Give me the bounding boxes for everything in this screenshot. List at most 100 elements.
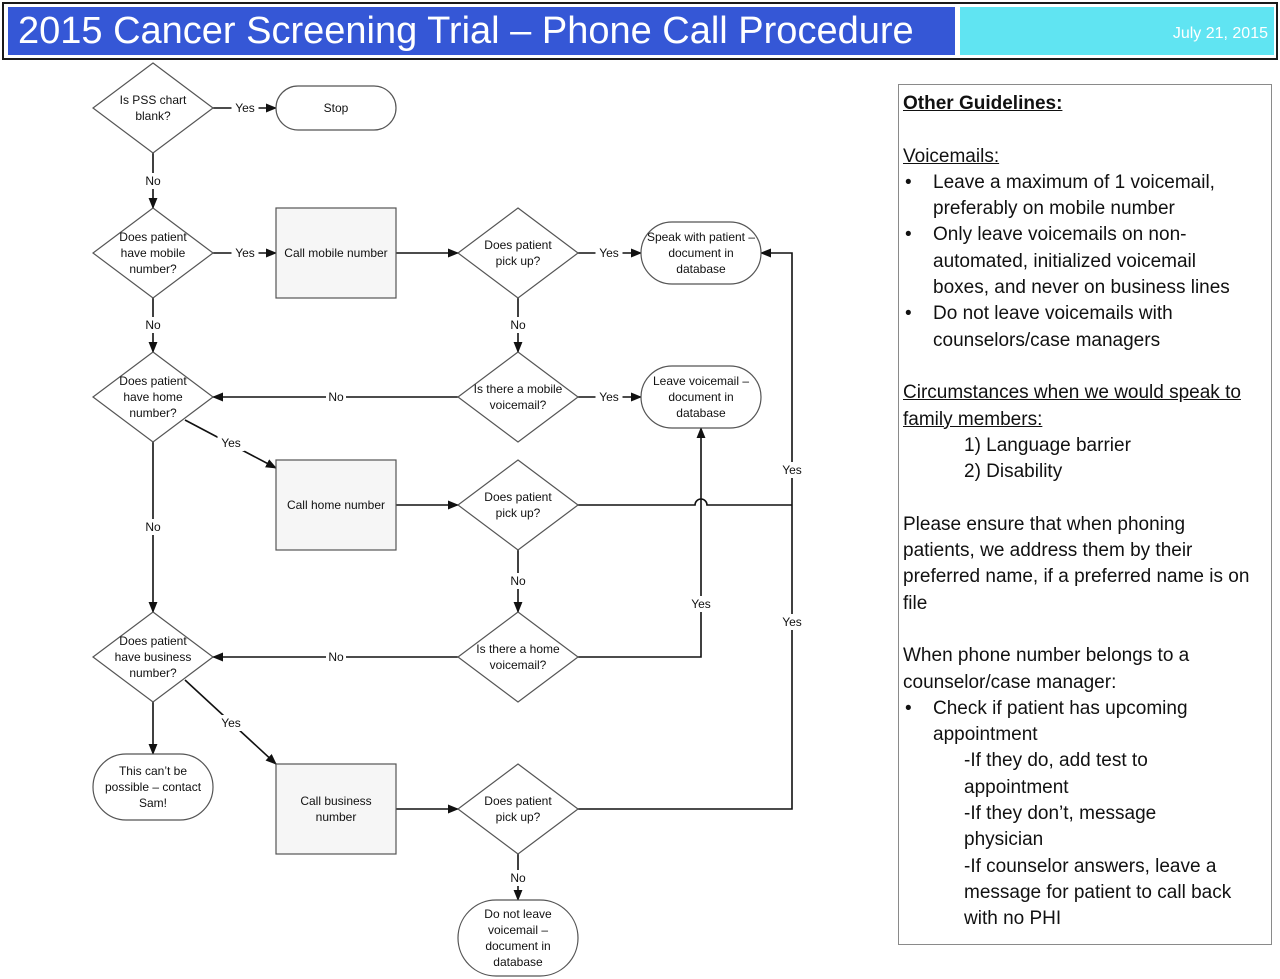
node-label: number [316, 810, 357, 824]
guidelines-heading: Other Guidelines: [903, 93, 1063, 114]
node-label: voicemail? [490, 658, 547, 672]
node-call-business: Call business number [275, 763, 397, 855]
voicemails-heading: Voicemails: [903, 145, 1000, 167]
node-label: Leave voicemail – [653, 374, 749, 388]
node-label: database [676, 406, 726, 420]
node-label: number? [129, 406, 177, 420]
svg-text:No: No [145, 520, 161, 534]
node-label: document in [668, 390, 733, 404]
node-label: voicemail – [488, 923, 548, 937]
counselor-bullet: Check if patient has upcoming appointmen… [903, 696, 1267, 749]
node-label: Sam! [139, 796, 167, 810]
family-item: 1) Language barrier [964, 434, 1131, 456]
other-guidelines-panel: Other Guidelines: Voicemails: Leave a ma… [898, 84, 1272, 945]
node-label: Does patient [484, 794, 552, 808]
node-label: Is there a home [476, 642, 560, 656]
node-home-vm-q: Is there a home voicemail? [457, 611, 579, 703]
node-label: document in [668, 246, 733, 260]
edge-label-yes: Yes [687, 596, 715, 612]
svg-text:No: No [510, 318, 526, 332]
node-label: Do not leave [484, 907, 552, 921]
flow-connector [578, 498, 792, 506]
node-label: Is there a mobile [474, 382, 563, 396]
voicemail-bullet-list: Leave a maximum of 1 voicemail, preferab… [903, 170, 1267, 354]
node-label: possible – contact [105, 780, 202, 794]
node-speak: Speak with patient – document in database [640, 221, 762, 285]
node-label: Does patient [484, 490, 552, 504]
header-bar: 2015 Cancer Screening Trial – Phone Call… [2, 2, 1278, 60]
flow-connector [578, 248, 793, 810]
node-label: Speak with patient – [647, 230, 755, 244]
counselor-heading: When phone number belongs to a counselor… [903, 645, 1190, 693]
node-label: pick up? [496, 810, 541, 824]
svg-text:Yes: Yes [599, 390, 619, 404]
node-stop: Stop [275, 85, 397, 131]
node-label: have mobile [121, 246, 186, 260]
svg-text:Yes: Yes [221, 716, 241, 730]
edge-label-no: No [508, 317, 528, 333]
node-label: pick up? [496, 506, 541, 520]
node-label: Is PSS chart [120, 93, 187, 107]
edge-label-no: No [326, 649, 346, 665]
node-label: Does patient [119, 230, 187, 244]
node-label: This can’t be [119, 764, 187, 778]
node-label: have business [115, 650, 192, 664]
family-item: 2) Disability [964, 461, 1063, 483]
counselor-subitem: -If they don’t, message physician [964, 803, 1157, 851]
node-leave-vm: Leave voicemail – document in database [640, 365, 762, 429]
node-pss-blank: Is PSS chart blank? [92, 62, 214, 154]
svg-text:Yes: Yes [235, 101, 255, 115]
node-label: number? [129, 262, 177, 276]
edge-label-yes: Yes [217, 715, 245, 731]
node-label: Stop [324, 101, 349, 115]
edge-label-no: No [508, 573, 528, 589]
svg-text:No: No [510, 574, 526, 588]
svg-text:No: No [328, 390, 344, 404]
voicemail-bullet: Only leave voicemails on non- automated,… [903, 222, 1267, 301]
node-label: Does patient [119, 634, 187, 648]
svg-text:Yes: Yes [782, 463, 802, 477]
node-mobile-vm-q: Is there a mobile voicemail? [457, 351, 579, 443]
edge-label-no: No [143, 317, 163, 333]
svg-text:Yes: Yes [221, 436, 241, 450]
family-members-heading: Circumstances when we would speak to fam… [903, 382, 1241, 430]
edge-label-no: No [508, 870, 528, 886]
edge-label-yes: Yes [778, 462, 806, 478]
counselor-subitem: -If they do, add test to appointment [964, 750, 1148, 798]
node-label: database [493, 955, 543, 969]
node-label: Does patient [484, 238, 552, 252]
edge-label-no: No [143, 173, 163, 189]
node-label: Call mobile number [284, 246, 387, 260]
svg-text:Yes: Yes [691, 597, 711, 611]
node-label: Does patient [119, 374, 187, 388]
node-label: voicemail? [490, 398, 547, 412]
node-no-vm: Do not leave voicemail – document in databa… [457, 899, 579, 977]
node-pickup-business: Does patient pick up? [457, 763, 579, 855]
node-label: database [676, 262, 726, 276]
edge-label-yes: Yes [778, 614, 806, 630]
edge-label-yes: Yes [595, 389, 623, 405]
voicemail-bullet: Do not leave voicemails with counselors/… [903, 301, 1267, 354]
flow-connector [578, 426, 706, 658]
svg-text:No: No [145, 174, 161, 188]
edge-label-no: No [326, 389, 346, 405]
node-label: Call business [300, 794, 371, 808]
page-title: 2015 Cancer Screening Trial – Phone Call… [8, 7, 955, 55]
svg-text:No: No [510, 871, 526, 885]
node-label: blank? [135, 109, 171, 123]
header-date: July 21, 2015 [960, 7, 1274, 55]
node-call-mobile: Call mobile number [275, 207, 397, 299]
voicemail-bullet: Leave a maximum of 1 voicemail, preferab… [903, 170, 1267, 223]
node-label: Call home number [287, 498, 385, 512]
edge-label-yes: Yes [595, 245, 623, 261]
node-label: document in [485, 939, 550, 953]
node-call-home: Call home number [275, 459, 397, 551]
node-label: have home [123, 390, 183, 404]
node-label: pick up? [496, 254, 541, 268]
counselor-subitem: -If counselor answers, leave a message f… [964, 855, 1232, 930]
svg-text:Yes: Yes [235, 246, 255, 260]
node-home-q: Does patient have home number? [92, 351, 214, 443]
node-label: number? [129, 666, 177, 680]
svg-text:Yes: Yes [782, 615, 802, 629]
